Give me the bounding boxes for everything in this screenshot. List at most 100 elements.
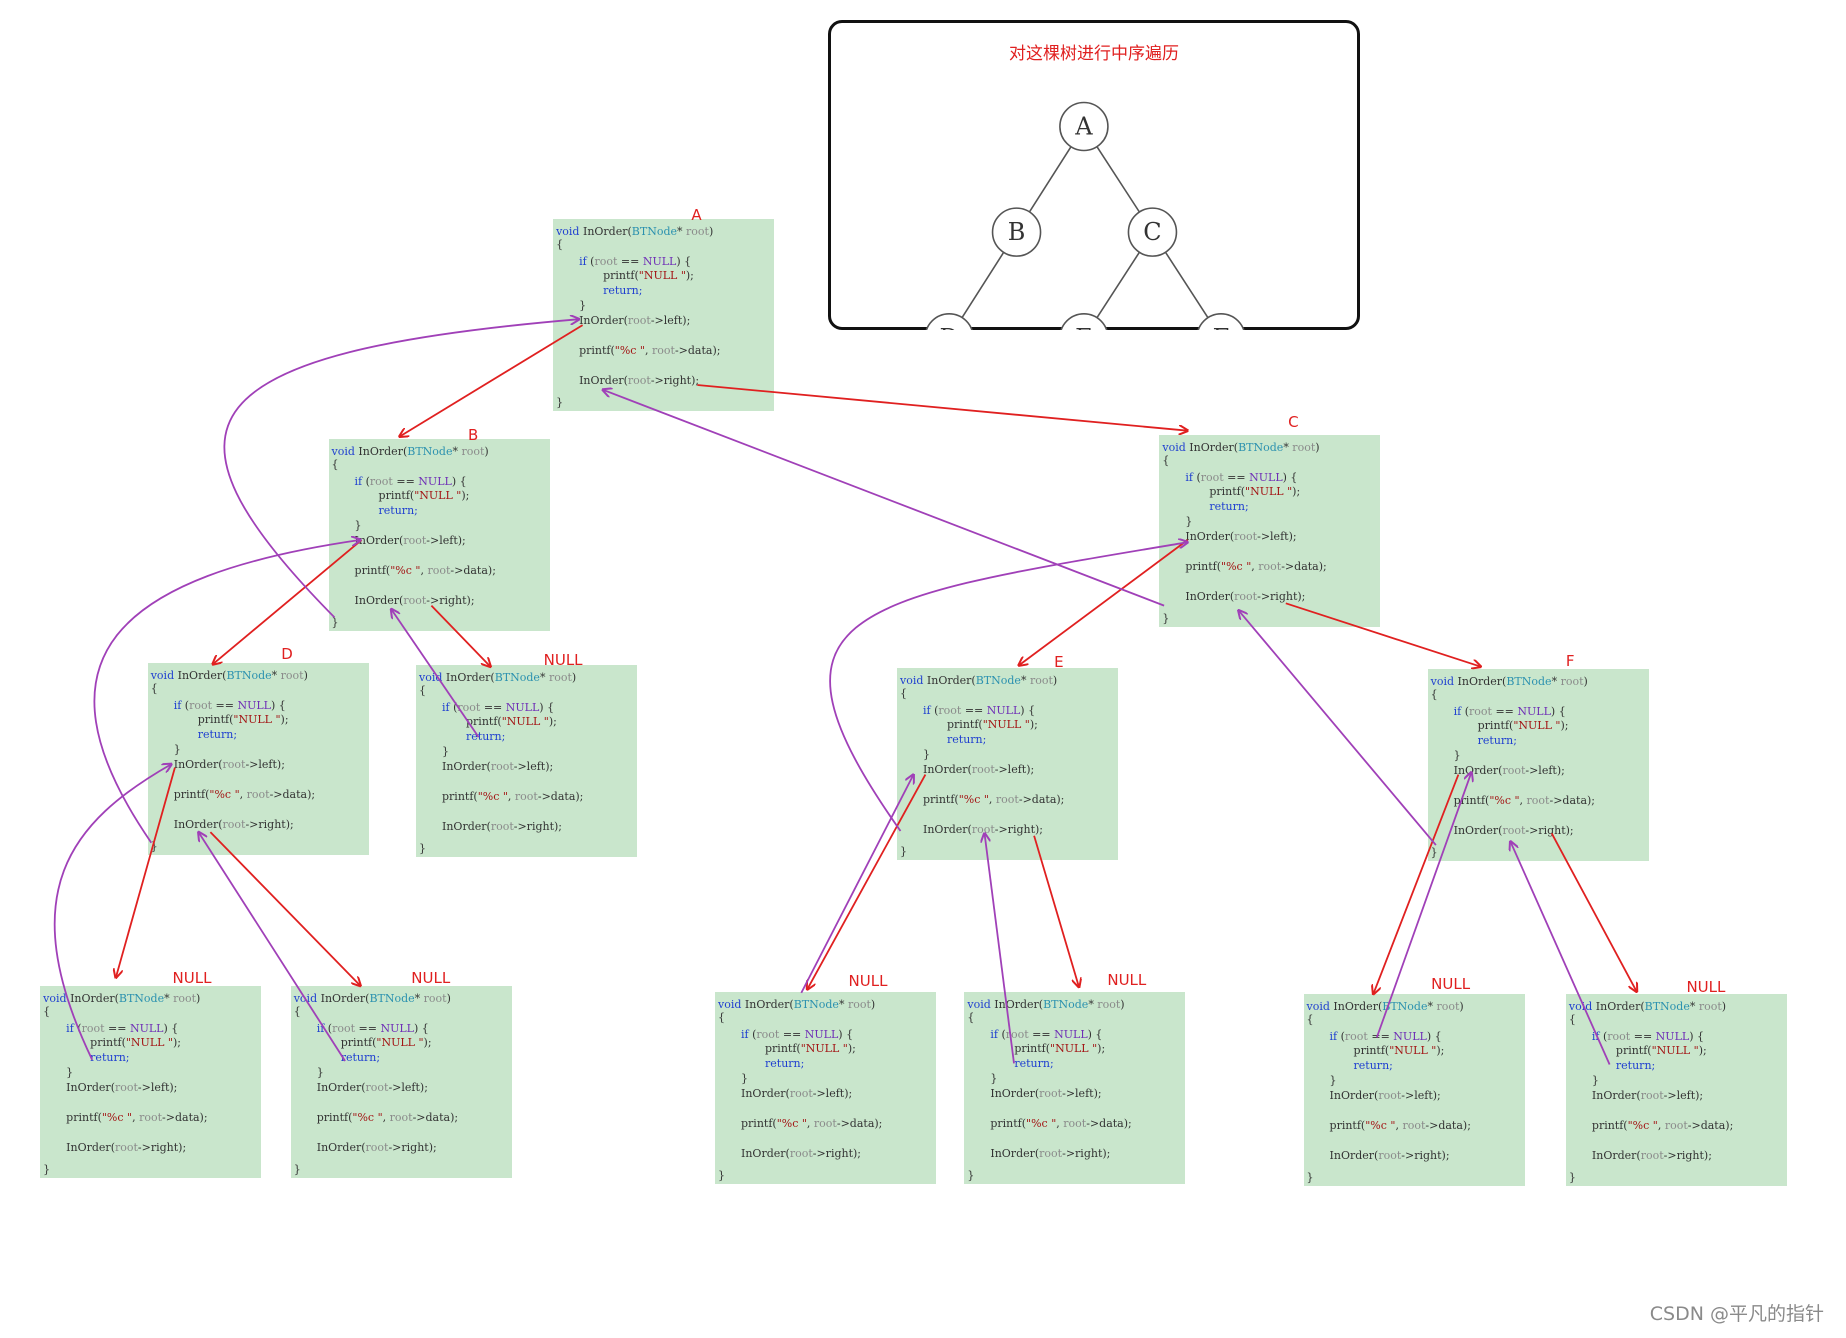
code-token: ( (997, 1027, 1006, 1041)
code-box-null-b-right: void InOrder(BTNode* root){if (root == N… (416, 665, 637, 858)
code-token: root (420, 991, 447, 1005)
code-token: InOrder( (442, 671, 495, 685)
label-c: C (1288, 413, 1299, 432)
code-line: void InOrder(BTNode* root) (1569, 1000, 1726, 1013)
code-token: ) { (451, 474, 467, 488)
code-token: if (316, 1021, 325, 1035)
code-token: ( (586, 255, 595, 269)
tree-node-d: D (925, 312, 973, 330)
code-token: root (938, 703, 962, 717)
code-token: == (480, 701, 506, 715)
code-box-null-d-left: void InOrder(BTNode* root){if (root == N… (40, 985, 262, 1178)
code-token: == (1028, 1027, 1055, 1041)
code-line: InOrder(root->left); (1454, 764, 1565, 777)
code-token: ->left); (137, 1080, 178, 1094)
code-line: printf("%c ", root->data); (741, 1117, 882, 1130)
code-token: printf( (466, 715, 502, 729)
call-arrow-d-to-null-right (209, 831, 360, 986)
code-token: root (1026, 673, 1053, 687)
code-token: root (81, 1021, 105, 1035)
code-token: == (1491, 705, 1518, 718)
label-d: D (281, 644, 293, 663)
code-line: printf("%c ", root->data); (579, 344, 720, 357)
code-token: void (718, 997, 742, 1011)
code-line: InOrder(root->right); (442, 820, 562, 833)
call-arrow-e-to-null-right (1033, 835, 1079, 987)
code-token: ->right); (245, 818, 294, 832)
code-token: } (741, 1071, 748, 1085)
code-token: InOrder( (990, 1086, 1040, 1100)
code-token: ) { (1020, 703, 1036, 717)
call-arrow-f-to-null-right (1550, 832, 1637, 992)
code-line: InOrder(root->left); (990, 1087, 1101, 1100)
code-token: BTNode (1382, 1000, 1428, 1014)
code-token: NULL (642, 255, 677, 269)
code-token: ->data); (1086, 1116, 1132, 1130)
tree-edge-b-d (961, 251, 1005, 318)
code-line: return; (603, 284, 642, 297)
watermark: CSDN @平凡的指针 (1649, 1303, 1824, 1325)
code-token: , (239, 788, 247, 802)
code-token: InOrder( (1592, 1000, 1645, 1014)
code-token: == (1367, 1030, 1394, 1044)
code-token: printf( (579, 344, 615, 358)
code-line: InOrder(root->right); (1592, 1149, 1712, 1162)
code-token: ->data); (1549, 794, 1595, 807)
code-token: NULL (986, 703, 1021, 717)
code-token: NULL (1249, 471, 1283, 485)
code-token: InOrder( (1591, 1149, 1641, 1163)
code-token: == (617, 255, 643, 269)
code-line: printf("%c ", root->data); (923, 793, 1064, 806)
code-line: printf("NULL "); (947, 718, 1038, 731)
code-line: printf("NULL "); (198, 713, 289, 726)
code-token: "NULL " (1513, 719, 1561, 732)
code-token: InOrder( (579, 225, 632, 239)
call-arrow-f-to-null-left (1373, 774, 1460, 995)
code-line: } (1454, 749, 1461, 762)
code-token: } (923, 747, 930, 761)
code-token: root (1640, 1089, 1664, 1103)
code-token: == (104, 1021, 130, 1035)
code-token: root (1039, 1086, 1063, 1100)
code-token: root (369, 474, 393, 488)
code-token: * (1551, 675, 1558, 688)
code-token: , (382, 1110, 390, 1124)
code-line: if (root == NULL) { (174, 699, 286, 712)
code-line: if (root == NULL) { (741, 1028, 853, 1041)
code-token: } (1591, 1074, 1599, 1088)
code-line: } (1592, 1074, 1599, 1087)
code-token: ->data); (836, 1116, 883, 1130)
code-line: InOrder(root->left); (355, 534, 466, 547)
code-box-null-d-right: void InOrder(BTNode* root){if (root == N… (290, 985, 512, 1178)
code-line: printf("NULL "); (765, 1042, 856, 1055)
code-line: InOrder(root->right); (741, 1147, 861, 1160)
code-token: { (331, 457, 339, 471)
code-token: ->left); (994, 762, 1035, 776)
tree-node-f: F (1197, 312, 1245, 330)
code-token: return; (1014, 1056, 1054, 1070)
code-token: root (1502, 824, 1526, 837)
code-token: InOrder( (579, 314, 628, 328)
code-token: "%c " (1026, 1116, 1057, 1130)
code-line: void InOrder(BTNode* root) (43, 992, 200, 1005)
code-token: BTNode (226, 669, 272, 683)
code-token: printf( (354, 563, 391, 577)
code-token: ->data); (412, 1110, 459, 1124)
code-token: "NULL " (233, 713, 281, 727)
code-token: ->left); (1257, 530, 1297, 544)
code-token: NULL (505, 701, 540, 715)
code-token: InOrder( (316, 1080, 366, 1094)
code-line: } (317, 1066, 324, 1079)
code-token: InOrder( (741, 997, 794, 1011)
code-line: void InOrder(BTNode* root) (718, 998, 875, 1011)
label-b: B (468, 426, 479, 445)
code-line: printf("NULL "); (341, 1036, 432, 1049)
code-token: InOrder( (442, 820, 491, 834)
code-line: void InOrder(BTNode* root) (294, 992, 451, 1005)
code-line: } (556, 396, 563, 409)
code-line: } (741, 1072, 748, 1085)
code-line: { (1162, 454, 1169, 467)
code-box-e: void InOrder(BTNode* root){if (root == N… (897, 667, 1118, 860)
